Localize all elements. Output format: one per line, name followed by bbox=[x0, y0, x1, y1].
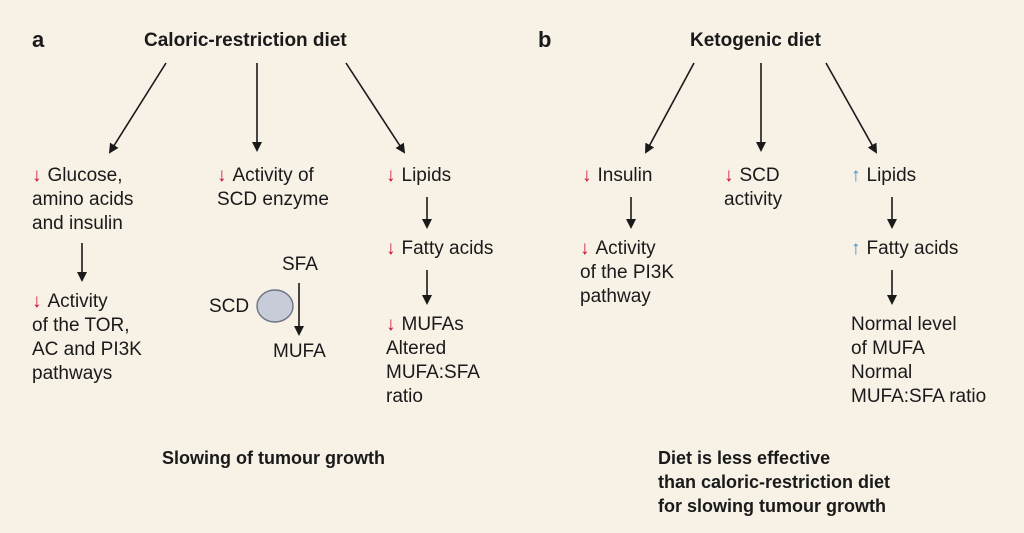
arrow-b-to-lipids bbox=[825, 62, 877, 154]
red-down-arrow-icon: ↓ bbox=[724, 165, 734, 186]
panel-b-title: Ketogenic diet bbox=[690, 30, 821, 51]
scd-enzyme-ellipse-icon bbox=[256, 289, 294, 323]
red-down-arrow-icon: ↓ bbox=[217, 165, 227, 186]
node-pi3k-activity: ↓Activity of the PI3K pathway bbox=[580, 238, 675, 307]
arrow-a-to-glucose bbox=[108, 62, 167, 154]
red-down-arrow-icon: ↓ bbox=[32, 291, 42, 312]
red-down-arrow-icon: ↓ bbox=[580, 238, 590, 259]
blue-up-arrow-icon: ↑ bbox=[851, 238, 861, 259]
blue-up-arrow-icon: ↑ bbox=[851, 165, 861, 186]
node-mufas: ↓MUFAs Altered MUFA:SFA ratio bbox=[386, 314, 480, 407]
node-lipids-b: ↑Lipids bbox=[851, 165, 917, 186]
label-scd: SCD bbox=[209, 296, 250, 317]
node-fatty-acids-a: ↓Fatty acids bbox=[386, 238, 494, 259]
node-lipids-a: ↓Lipids bbox=[386, 165, 452, 186]
node-insulin: ↓Insulin bbox=[582, 165, 653, 186]
label-sfa: SFA bbox=[282, 254, 318, 275]
red-down-arrow-icon: ↓ bbox=[582, 165, 592, 186]
panel-b-conclusion: Diet is less effective than caloric-rest… bbox=[658, 448, 891, 516]
arrow-a-to-lipids bbox=[345, 62, 406, 154]
node-normal-mufa: Normal level of MUFA Normal MUFA:SFA rat… bbox=[851, 314, 987, 407]
panel-a-letter: a bbox=[32, 27, 45, 52]
node-scd-activity: ↓SCD activity bbox=[724, 165, 783, 210]
panel-a-conclusion: Slowing of tumour growth bbox=[162, 448, 385, 468]
node-scd-enzyme: ↓Activity of SCD enzyme bbox=[217, 165, 329, 210]
label-mufa: MUFA bbox=[273, 341, 326, 362]
red-down-arrow-icon: ↓ bbox=[32, 165, 42, 186]
panel-a-title: Caloric-restriction diet bbox=[144, 30, 347, 51]
node-fatty-acids-b: ↑Fatty acids bbox=[851, 238, 959, 259]
panel-b-letter: b bbox=[538, 27, 552, 52]
red-down-arrow-icon: ↓ bbox=[386, 238, 396, 259]
node-glucose: ↓Glucose, amino acids and insulin bbox=[32, 165, 134, 234]
node-tor-activity: ↓Activity of the TOR, AC and PI3K pathwa… bbox=[32, 291, 142, 384]
arrow-b-to-insulin bbox=[645, 62, 695, 154]
red-down-arrow-icon: ↓ bbox=[386, 314, 396, 335]
red-down-arrow-icon: ↓ bbox=[386, 165, 396, 186]
